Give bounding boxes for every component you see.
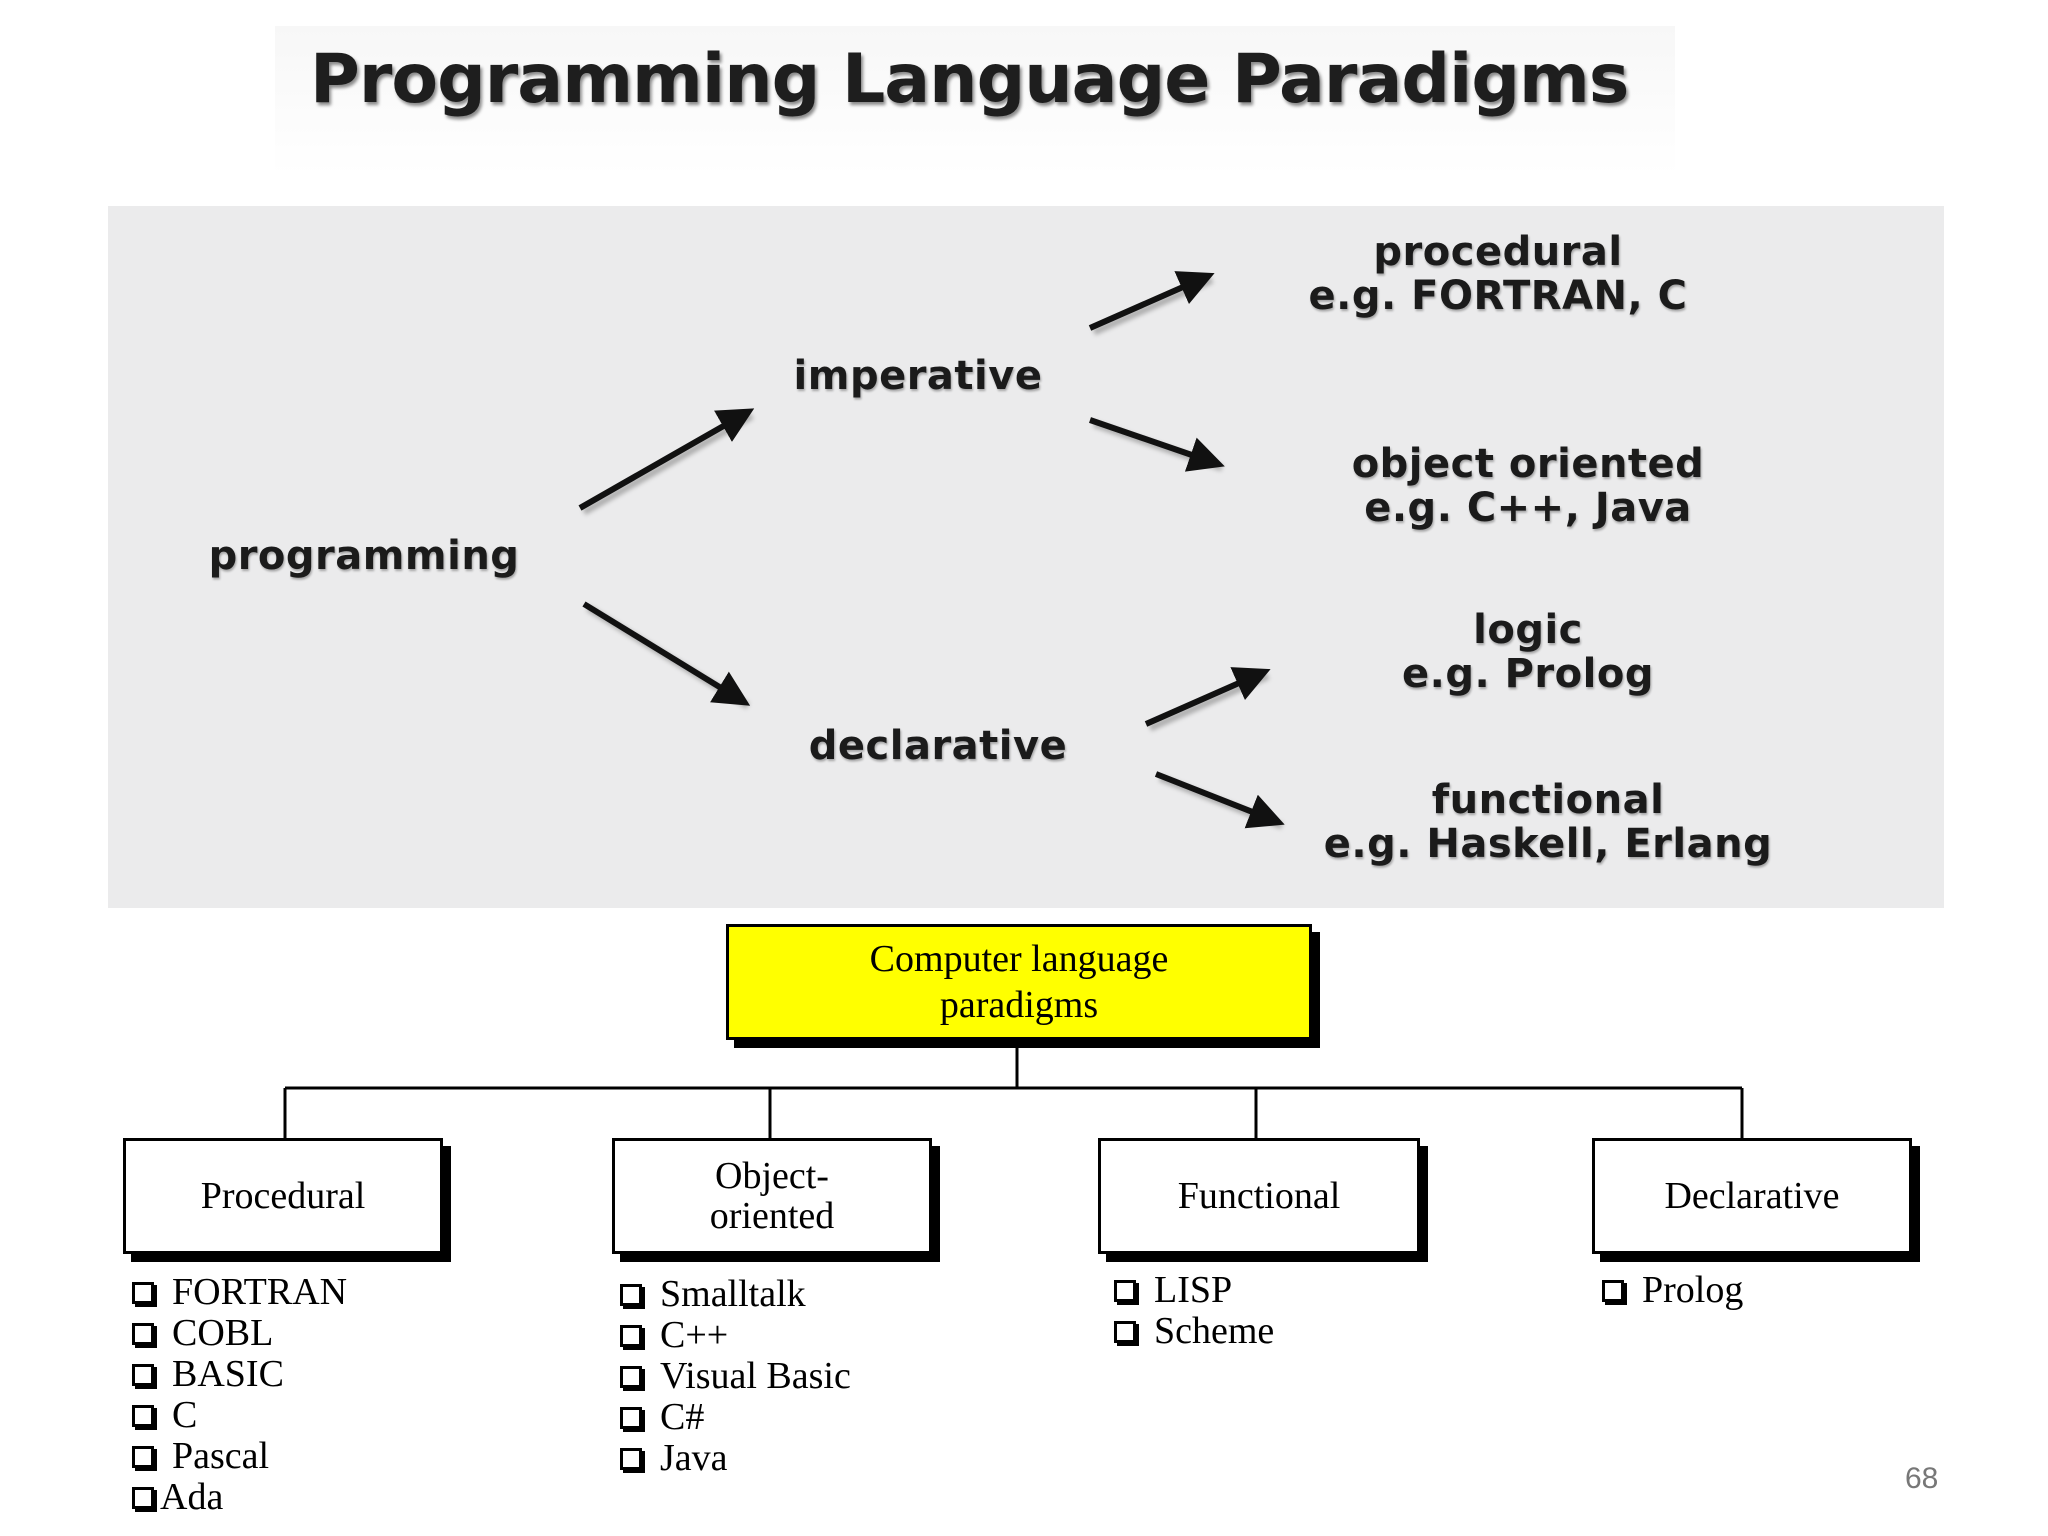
list-item: Smalltalk (616, 1274, 851, 1315)
checkbox-icon (132, 1445, 154, 1468)
category-label: Procedural (200, 1175, 366, 1217)
node-logic-example: e.g. Prolog (1402, 651, 1654, 697)
language-name: Pascal (172, 1435, 270, 1477)
checkbox-icon (620, 1365, 642, 1388)
node-procedural: procedural e.g. FORTRAN, C (1218, 230, 1778, 318)
category-label: Object- (715, 1155, 829, 1197)
category-label: Functional (1177, 1175, 1341, 1217)
checkbox-icon (132, 1363, 154, 1386)
checkbox-icon (1114, 1320, 1136, 1343)
checkbox-icon (1114, 1279, 1136, 1302)
node-functional-name: functional (1431, 777, 1665, 823)
list-item: LISP (1110, 1270, 1274, 1311)
checkbox-icon (132, 1281, 154, 1304)
arrow-imperative-object-oriented (1089, 417, 1225, 472)
arrow-programming-imperative (578, 408, 755, 511)
checkbox-icon (132, 1404, 154, 1427)
language-name: FORTRAN (172, 1271, 348, 1313)
arrow-declarative-logic (1144, 667, 1271, 727)
node-imperative: imperative (793, 353, 1043, 399)
arrow-programming-declarative (582, 601, 751, 706)
list-item: FORTRAN (128, 1272, 347, 1313)
node-object-oriented: object oriented e.g. C++, Java (1248, 442, 1808, 530)
language-name: Ada (160, 1476, 224, 1518)
page-title: Programming Language Paradigms (310, 40, 1629, 119)
node-programming: programming (208, 533, 520, 579)
node-functional: functional e.g. Haskell, Erlang (1238, 778, 1858, 866)
language-name: LISP (1154, 1269, 1233, 1311)
language-name: COBL (172, 1312, 274, 1354)
root-box: Computer language paradigms (726, 924, 1312, 1040)
language-name: C# (660, 1396, 705, 1438)
language-name: Visual Basic (660, 1355, 851, 1397)
arrow-declarative-functional (1154, 771, 1285, 829)
list-item: Visual Basic (616, 1356, 851, 1397)
root-box-line2: paradigms (939, 984, 1099, 1026)
paradigm-flow-panel: programming imperative declarative proce… (108, 206, 1944, 908)
language-name: Scheme (1154, 1310, 1275, 1352)
title-band (275, 26, 1675, 176)
list-item: C (128, 1395, 347, 1436)
list-item: COBL (128, 1313, 347, 1354)
checkbox-icon (620, 1447, 642, 1470)
node-functional-example: e.g. Haskell, Erlang (1323, 821, 1773, 867)
root-box-line1: Computer language (869, 938, 1169, 980)
language-name: Prolog (1642, 1269, 1744, 1311)
language-name: C++ (660, 1314, 729, 1356)
category-label: Declarative (1664, 1175, 1840, 1217)
list-item: BASIC (128, 1354, 347, 1395)
checkbox-icon (620, 1283, 642, 1306)
node-object-oriented-name: object oriented (1351, 441, 1705, 487)
list-item: Scheme (1110, 1311, 1274, 1352)
category-box-procedural: Procedural (123, 1138, 443, 1254)
node-declarative: declarative (808, 723, 1068, 769)
node-logic: logic e.g. Prolog (1288, 608, 1768, 696)
language-list-functional: LISP Scheme (1110, 1270, 1274, 1352)
list-item: C++ (616, 1315, 851, 1356)
node-procedural-name: procedural (1373, 229, 1623, 275)
checkbox-icon (1602, 1279, 1624, 1302)
category-box-functional: Functional (1098, 1138, 1420, 1254)
list-item: C# (616, 1397, 851, 1438)
flow-arrows (578, 271, 1285, 830)
node-object-oriented-example: e.g. C++, Java (1364, 485, 1692, 531)
list-item: Prolog (1598, 1270, 1743, 1311)
checkbox-icon (132, 1322, 154, 1345)
checkbox-icon (620, 1406, 642, 1429)
checkbox-icon (620, 1324, 642, 1347)
page-number: 68 (1905, 1462, 1939, 1495)
language-name: Java (660, 1437, 728, 1479)
list-item: Java (616, 1438, 851, 1479)
language-list-procedural: FORTRAN COBL BASIC C Pascal Ada (128, 1272, 347, 1518)
list-item: Ada (128, 1477, 347, 1518)
language-list-object-oriented: Smalltalk C++ Visual Basic C# Java (616, 1274, 851, 1479)
list-item: Pascal (128, 1436, 347, 1477)
language-name: Smalltalk (660, 1273, 806, 1315)
category-box-declarative: Declarative (1592, 1138, 1912, 1254)
checkbox-icon (132, 1486, 154, 1509)
node-logic-name: logic (1473, 607, 1583, 653)
category-box-object-oriented: Object- oriented (612, 1138, 932, 1254)
language-name: BASIC (172, 1353, 284, 1395)
language-name: C (172, 1394, 198, 1436)
arrow-imperative-procedural (1088, 271, 1215, 331)
node-procedural-example: e.g. FORTRAN, C (1308, 273, 1688, 319)
language-list-declarative: Prolog (1598, 1270, 1743, 1311)
category-label-line2: oriented (709, 1195, 835, 1237)
